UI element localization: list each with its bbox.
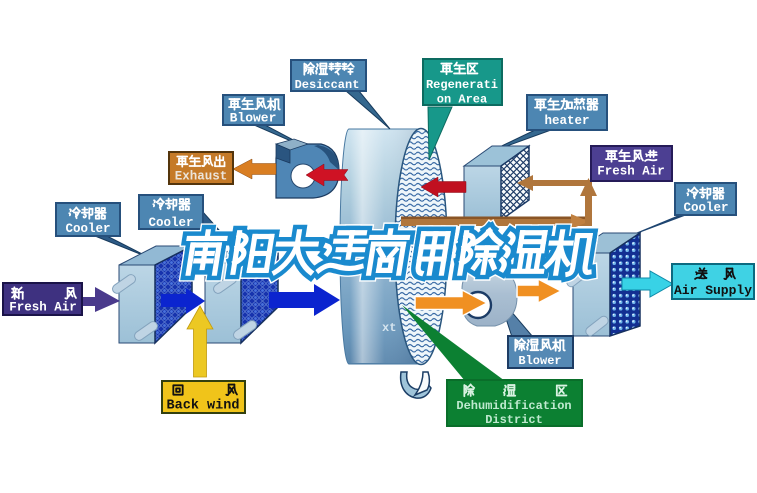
svg-text:District: District bbox=[485, 413, 543, 427]
svg-text:Fresh Air: Fresh Air bbox=[9, 301, 77, 315]
svg-text:Cooler: Cooler bbox=[683, 201, 728, 215]
svg-text:Exhaust: Exhaust bbox=[175, 170, 228, 184]
svg-text:heater: heater bbox=[544, 114, 589, 128]
svg-text:Air Supply: Air Supply bbox=[674, 283, 752, 298]
svg-text:xt: xt bbox=[382, 321, 396, 335]
svg-text:Dehumidification: Dehumidification bbox=[456, 399, 571, 413]
svg-text:Blower: Blower bbox=[230, 111, 277, 126]
svg-text:Cooler: Cooler bbox=[148, 216, 193, 230]
svg-text:Cooler: Cooler bbox=[65, 222, 110, 236]
svg-text:Fresh Air: Fresh Air bbox=[597, 165, 665, 179]
svg-text:Back wind: Back wind bbox=[167, 399, 240, 414]
svg-text:Desiccant: Desiccant bbox=[295, 78, 360, 92]
svg-text:on Area: on Area bbox=[437, 93, 487, 107]
svg-text:Regenerati: Regenerati bbox=[426, 78, 498, 92]
svg-text:Blower: Blower bbox=[518, 354, 561, 368]
